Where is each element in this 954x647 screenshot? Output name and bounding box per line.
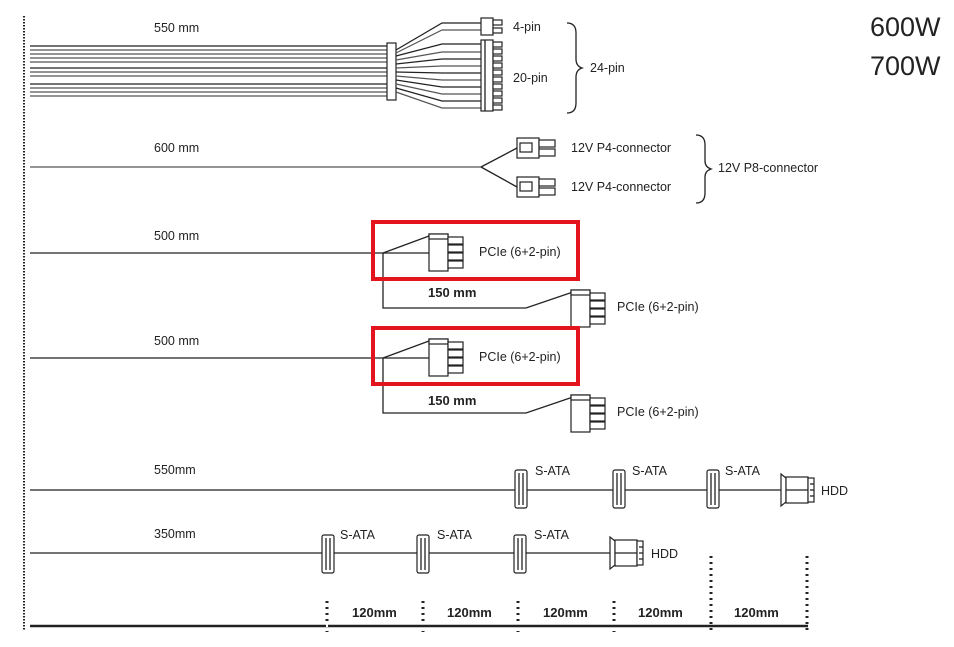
pcie-1-connector-1-label: PCIe (6+2-pin)	[479, 245, 561, 259]
cpu-p4-connector-2	[516, 176, 556, 198]
atx-4pin-connector	[480, 17, 503, 36]
scale-segment-2-label: 120mm	[447, 605, 492, 620]
pcie-1-extension-label: 150 mm	[428, 285, 476, 300]
atx-cable: 550 mm	[30, 17, 625, 114]
atx-wire-bundle	[30, 45, 387, 97]
sata-1-connector-3-label: S-ATA	[725, 464, 761, 478]
pcie-1-highlight-box	[371, 220, 580, 281]
cpu-length-label: 600 mm	[154, 141, 199, 155]
sata-2-connector-1-label: S-ATA	[340, 528, 376, 542]
pcie-1-length-label: 500 mm	[154, 229, 199, 243]
cpu-cable: 600 mm 12V P4-connector 12V P4-connector…	[30, 134, 818, 204]
atx-brace-icon	[566, 22, 585, 114]
pcie-1-connector-2	[570, 289, 606, 328]
pcie-2-connector-1	[428, 338, 464, 377]
pcie-cable-1: 500 mm PCIe (6+2-pin) 150 mm PCIe (6+2-p…	[30, 220, 699, 328]
scale-segment-4-label: 120mm	[638, 605, 683, 620]
pcie-1-connector-1	[428, 233, 464, 272]
sata-1-connector-2	[612, 469, 626, 509]
wattage-700: 700W	[870, 51, 941, 81]
atx-20pin-label: 20-pin	[513, 71, 548, 85]
atx-4pin-label: 4-pin	[513, 20, 541, 34]
atx-length-label: 550 mm	[154, 21, 199, 35]
sata-1-length-label: 550mm	[154, 463, 196, 477]
pcie-2-highlight-box	[371, 326, 580, 386]
sata-cable-1: 550mm S-ATA S-ATA S-ATA HDD	[30, 463, 848, 509]
scale-segment-5-label: 120mm	[734, 605, 779, 620]
cpu-p8-label: 12V P8-connector	[718, 161, 818, 175]
sata-2-connector-2	[416, 534, 430, 574]
atx-20pin-connector	[480, 39, 503, 112]
cpu-p4-label-2: 12V P4-connector	[571, 180, 671, 194]
sata-1-connector-3	[706, 469, 720, 509]
scale-segment-3-label: 120mm	[543, 605, 588, 620]
cpu-p4-label-1: 12V P4-connector	[571, 141, 671, 155]
pcie-2-connector-1-label: PCIe (6+2-pin)	[479, 350, 561, 364]
sata-cable-2: 350mm S-ATA S-ATA S-ATA HDD	[30, 527, 678, 574]
pcie-2-connector-2	[570, 394, 606, 433]
sata-1-connector-1	[514, 469, 528, 509]
sata-1-hdd-molex-connector	[780, 472, 815, 508]
pcie-cable-2: 500 mm PCIe (6+2-pin) 150 mm PCIe (6+2-p…	[30, 326, 699, 433]
cpu-p4-connector-1	[516, 137, 556, 159]
cpu-brace-icon	[695, 134, 714, 204]
atx-24pin-label: 24-pin	[590, 61, 625, 75]
sata-1-connector-1-label: S-ATA	[535, 464, 571, 478]
pcie-1-connector-2-label: PCIe (6+2-pin)	[617, 300, 699, 314]
sata-2-hdd-molex-connector	[609, 535, 644, 571]
sata-1-connector-2-label: S-ATA	[632, 464, 668, 478]
sata-2-connector-3-label: S-ATA	[534, 528, 570, 542]
pcie-2-connector-2-label: PCIe (6+2-pin)	[617, 405, 699, 419]
atx-sleeve-clip	[386, 42, 397, 101]
sata-1-hdd-label: HDD	[821, 484, 848, 498]
scale-segment-1-label: 120mm	[352, 605, 397, 620]
scale-bar: 120mm 120mm 120mm 120mm 120mm	[30, 556, 809, 632]
pcie-2-extension-label: 150 mm	[428, 393, 476, 408]
atx-fanout-wires	[395, 22, 481, 109]
sata-2-length-label: 350mm	[154, 527, 196, 541]
sata-2-connector-3	[513, 534, 527, 574]
sata-2-connector-2-label: S-ATA	[437, 528, 473, 542]
sata-2-connector-1	[321, 534, 335, 574]
sata-2-hdd-label: HDD	[651, 547, 678, 561]
wattage-600: 600W	[870, 12, 941, 42]
pcie-2-length-label: 500 mm	[154, 334, 199, 348]
